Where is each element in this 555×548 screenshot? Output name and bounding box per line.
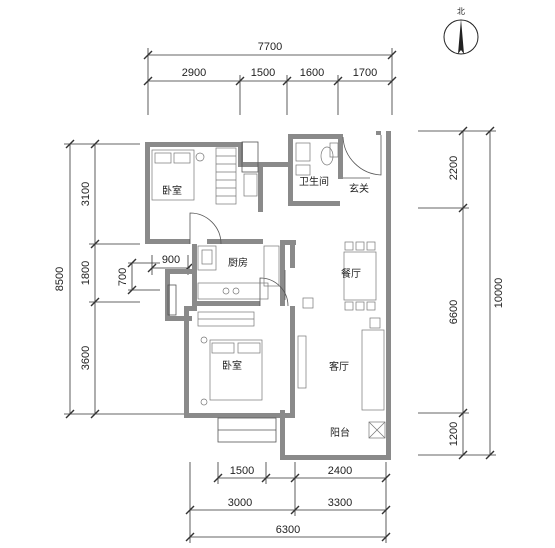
room-bedroom-top: 卧室: [162, 184, 182, 197]
dim-right-total: 10000: [493, 278, 505, 309]
dim-right-segment-1: 2200: [448, 156, 460, 180]
dim-bottom-row1-1: 1500: [230, 465, 254, 477]
dim-top-segment-1: 2900: [182, 67, 206, 79]
dim-top-total: 7700: [258, 41, 282, 53]
top-dimension-lines: [143, 48, 397, 115]
dim-left-segment-3: 3600: [80, 346, 92, 370]
dim-left-small: 700: [117, 268, 129, 286]
dim-top-segment-3: 1600: [300, 67, 324, 79]
left-dimension-lines: [64, 139, 193, 419]
dim-top-segment-2: 1500: [251, 67, 275, 79]
room-dining: 餐厅: [341, 267, 361, 280]
room-bedroom-bottom: 卧室: [222, 359, 242, 372]
walls: [145, 131, 391, 460]
dim-window-width: 900: [162, 254, 180, 266]
room-entrance: 玄关: [349, 182, 369, 195]
north-label: 北: [457, 7, 465, 16]
dim-right-segment-2: 6600: [448, 300, 460, 324]
furniture: [151, 142, 386, 439]
dim-left-segment-2: 1800: [80, 261, 92, 285]
room-bathroom: 卫生间: [299, 175, 329, 188]
doors: [189, 135, 382, 307]
dim-right-segment-3: 1200: [448, 422, 460, 446]
bottom-dimension-lines: [185, 462, 391, 543]
room-living: 客厅: [329, 360, 349, 373]
room-kitchen: 厨房: [228, 256, 248, 269]
dim-top-segment-4: 1700: [353, 67, 377, 79]
north-arrow-icon: [443, 19, 479, 55]
dim-left-segment-1: 3100: [80, 182, 92, 206]
windows: [167, 141, 277, 443]
dim-bottom-row2-1: 3000: [228, 497, 252, 509]
dim-bottom-row1-2: 2400: [328, 465, 352, 477]
dim-bottom-total: 6300: [276, 524, 300, 536]
room-balcony: 阳台: [330, 426, 350, 439]
right-dimension-lines: [418, 126, 496, 460]
dim-bottom-row2-2: 3300: [328, 497, 352, 509]
dim-left-total: 8500: [54, 267, 66, 291]
